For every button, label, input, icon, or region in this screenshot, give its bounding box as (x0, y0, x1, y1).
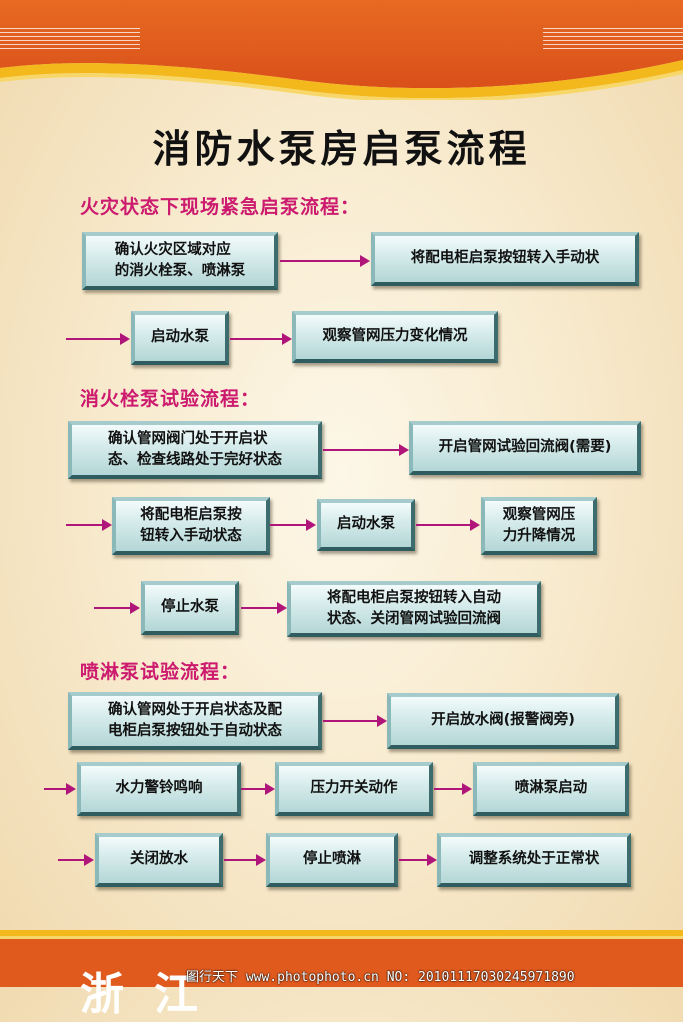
step-observe-pressure: 观察管网压力变化情况 (292, 311, 498, 363)
flow-arrow (224, 854, 266, 866)
flow-arrow (416, 519, 480, 531)
flow-arrow (44, 783, 76, 795)
flow-arrow (270, 519, 316, 531)
page-title: 消防水泵房启泵流程 (152, 127, 531, 171)
step-sprinkler-pump-start: 喷淋泵启动 (473, 762, 629, 816)
step-close-drain: 关闭放水 (95, 833, 223, 887)
flow-arrow (280, 255, 370, 267)
step-open-return-valve: 开启管网试验回流阀(需要) (409, 421, 641, 475)
flow-arrow (323, 444, 409, 456)
step-panel-manual: 将配电柜启泵按 钮转入手动状态 (112, 497, 270, 555)
section-heading-sprinkler-test: 喷淋泵试验流程： (80, 661, 241, 683)
step-open-drain-valve: 开启放水阀(报警阀旁) (387, 693, 619, 749)
step-start-pump: 启动水泵 (317, 499, 415, 551)
step-stop-pump: 停止水泵 (141, 581, 239, 635)
step-alarm-bell: 水力警铃鸣响 (77, 762, 241, 816)
flow-arrow (399, 854, 437, 866)
step-switch-manual: 将配电柜启泵按钮转入手动状 (371, 232, 639, 286)
flow-arrow (241, 602, 287, 614)
step-confirm-network-open: 确认管网处于开启状态及配 电柜启泵按钮处于自动状态 (68, 692, 322, 750)
flow-arrow (241, 783, 275, 795)
flow-arrow (94, 602, 140, 614)
step-stop-sprinkler: 停止喷淋 (266, 833, 398, 887)
flow-arrow (66, 333, 130, 345)
footer-banner (0, 930, 683, 987)
step-confirm-valves: 确认管网阀门处于开启状 态、检查线路处于完好状态 (68, 421, 322, 479)
flow-arrow (434, 783, 472, 795)
step-pressure-switch: 压力开关动作 (275, 762, 433, 816)
flow-arrow (66, 519, 112, 531)
flow-arrow (323, 715, 387, 727)
step-panel-auto-close-valve: 将配电柜启泵按钮转入自动 状态、关闭管网试验回流阀 (287, 581, 541, 637)
step-observe-pressure-change: 观察管网压 力升降情况 (481, 497, 597, 555)
step-confirm-fire-area: 确认火灾区域对应 的消火栓泵、喷淋泵 (82, 232, 278, 290)
header-stripes-left (0, 28, 140, 50)
watermark: 图行天下 www.photophoto.cn NO: 2010111703024… (186, 970, 575, 985)
flow-arrow (58, 854, 94, 866)
header-stripes-right (543, 28, 683, 50)
section-heading-hydrant-test: 消火栓泵试验流程： (80, 388, 261, 410)
header-banner (0, 0, 683, 100)
section-heading-emergency: 火灾状态下现场紧急启泵流程： (80, 196, 361, 218)
flow-arrow (230, 333, 292, 345)
step-restore-normal: 调整系统处于正常状 (437, 833, 631, 887)
step-start-pump: 启动水泵 (131, 311, 229, 365)
